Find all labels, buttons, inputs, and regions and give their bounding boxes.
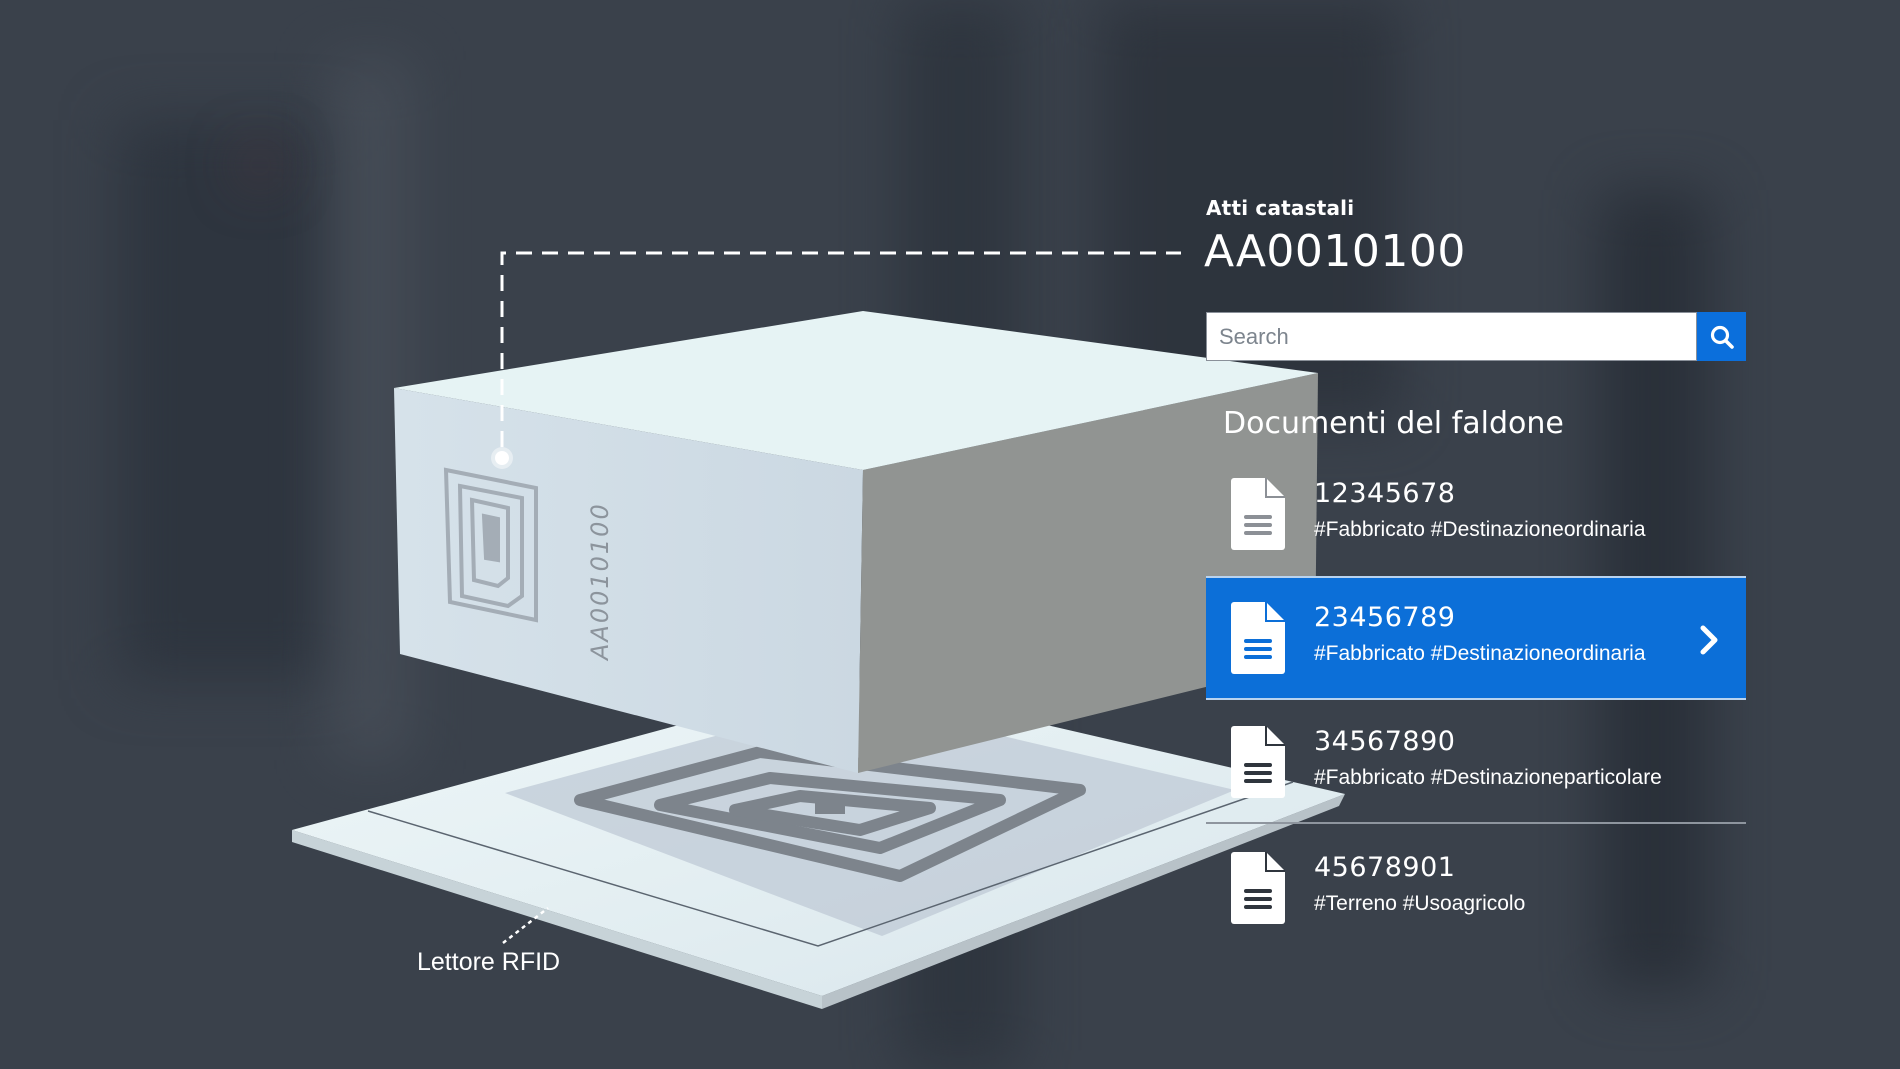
search-input[interactable]: [1206, 312, 1697, 361]
reader-label: Lettore RFID: [417, 948, 561, 976]
rfid-tag-icon: [443, 467, 538, 623]
documents-title: Documenti del faldone: [1223, 406, 1564, 441]
document-tags: #Terreno #Usoagricolo: [1314, 892, 1526, 915]
document-tags: #Fabbricato #Destinazioneordinaria: [1314, 518, 1646, 541]
list-item[interactable]: 45678901 #Terreno #Usoagricolo: [1206, 824, 1746, 948]
category-label: Atti catastali: [1206, 196, 1355, 220]
document-number: 34567890: [1314, 726, 1456, 757]
document-icon: [1231, 726, 1285, 798]
chevron-right-icon[interactable]: [1698, 624, 1720, 656]
list-item[interactable]: 34567890 #Fabbricato #Destinazionepartic…: [1206, 700, 1746, 824]
document-list: 12345678 #Fabbricato #Destinazioneordina…: [1206, 452, 1746, 948]
document-icon: [1231, 478, 1285, 550]
document-box: [394, 311, 1318, 773]
document-number: 12345678: [1314, 478, 1456, 509]
search-icon: [1710, 325, 1734, 349]
leader-line: [500, 251, 1181, 447]
folder-code: AA0010100: [1204, 226, 1466, 277]
document-number: 23456789: [1314, 602, 1456, 633]
background-shape: [245, 150, 275, 180]
search-button[interactable]: [1697, 312, 1746, 361]
list-item-selected[interactable]: 23456789 #Fabbricato #Destinazioneordina…: [1206, 576, 1746, 700]
anchor-dot: [495, 451, 509, 465]
document-icon: [1231, 602, 1285, 674]
document-icon: [1231, 852, 1285, 924]
list-item[interactable]: 12345678 #Fabbricato #Destinazioneordina…: [1206, 452, 1746, 576]
rfid-antenna-icon: [574, 746, 1086, 882]
background-shape: [120, 120, 340, 680]
search-bar: [1206, 312, 1746, 361]
document-number: 45678901: [1314, 852, 1456, 883]
reader-leader-line: [502, 907, 549, 944]
box-label: AA0010100: [586, 502, 614, 662]
document-tags: #Fabbricato #Destinazioneparticolare: [1314, 766, 1662, 789]
document-tags: #Fabbricato #Destinazioneordinaria: [1314, 642, 1646, 665]
